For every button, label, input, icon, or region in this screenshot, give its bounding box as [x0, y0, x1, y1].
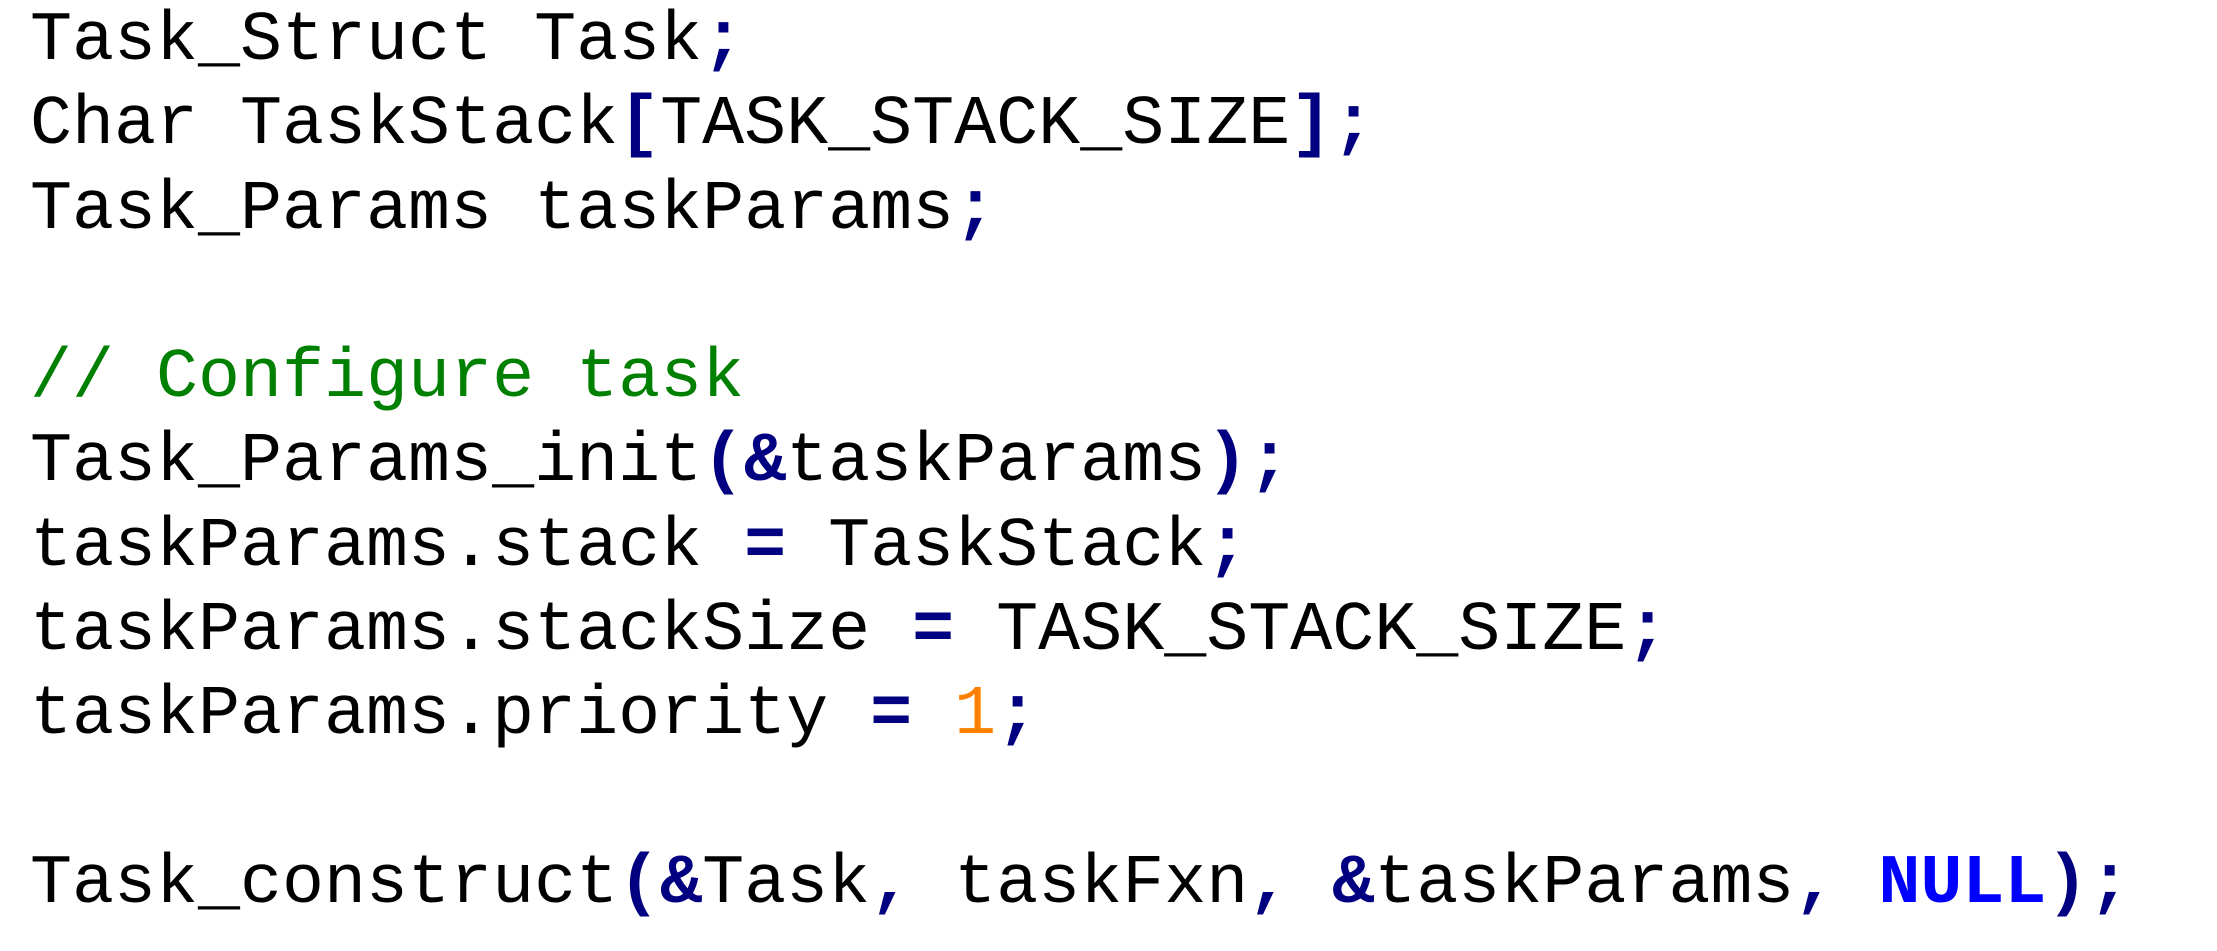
token-punct: ; — [996, 676, 1039, 756]
token-op: = — [912, 592, 955, 672]
token-plain: Task_Params_init — [30, 423, 703, 503]
code-line: taskParams.stackSize = TASK_STACK_SIZE; — [30, 590, 2200, 674]
code-line: taskParams.priority = 1; — [30, 674, 2200, 758]
token-punct: & — [1332, 844, 1375, 924]
token-plain: Char TaskStack — [30, 86, 619, 166]
token-plain: Task_construct — [30, 844, 619, 924]
token-op: = — [744, 507, 787, 587]
token-plain: TASK_STACK_SIZE — [660, 86, 1291, 166]
token-plain: taskParams.priority — [30, 676, 871, 756]
token-plain: TASK_STACK_SIZE — [954, 592, 1627, 672]
token-punct: , — [1248, 844, 1291, 924]
token-punct: ); — [2046, 844, 2131, 924]
code-line: Task_Struct Task; — [30, 0, 2200, 84]
blank-line — [30, 253, 2200, 337]
blank-line — [30, 759, 2200, 843]
token-plain: Task_Struct Task — [30, 2, 703, 81]
code-editor: Task_Struct Task;Char TaskStack[TASK_STA… — [30, 0, 2200, 951]
token-keyword: NULL — [1878, 844, 2047, 924]
token-plain: taskParams.stack — [30, 507, 745, 587]
token-plain — [1290, 845, 1332, 924]
code-line: Task_construct(&Task, taskFxn, &taskPara… — [30, 843, 2200, 927]
token-plain: Task — [702, 844, 871, 924]
code-line: Task_Params_init(&taskParams); — [30, 421, 2200, 505]
token-punct: , — [870, 844, 913, 924]
token-plain: Task_Params taskParams — [30, 170, 955, 250]
code-line: // Configure task — [30, 337, 2200, 421]
token-plain: taskParams.stackSize — [30, 592, 913, 672]
token-punct: ; — [1626, 592, 1669, 672]
token-plain — [1836, 845, 1878, 924]
code-line: taskParams.stack = TaskStack; — [30, 506, 2200, 590]
token-plain: taskParams — [1374, 844, 1795, 924]
token-punct: ; — [1206, 507, 1249, 587]
token-plain: TaskStack — [786, 507, 1207, 587]
token-punct: ; — [702, 2, 745, 81]
token-punct: (& — [702, 423, 787, 503]
token-punct: [ — [618, 86, 661, 166]
token-number: 1 — [954, 676, 997, 756]
token-comment: // Configure task — [30, 339, 745, 419]
token-punct: (& — [618, 844, 703, 924]
token-punct: ); — [1206, 423, 1291, 503]
token-plain — [912, 676, 954, 755]
token-punct: , — [1794, 844, 1837, 924]
token-plain: taskFxn — [912, 844, 1249, 924]
token-plain: taskParams — [786, 423, 1207, 503]
token-punct: ]; — [1290, 86, 1375, 166]
code-line: Task_Params taskParams; — [30, 169, 2200, 253]
code-line: Char TaskStack[TASK_STACK_SIZE]; — [30, 84, 2200, 168]
token-punct: ; — [954, 170, 997, 250]
token-op: = — [870, 676, 913, 756]
